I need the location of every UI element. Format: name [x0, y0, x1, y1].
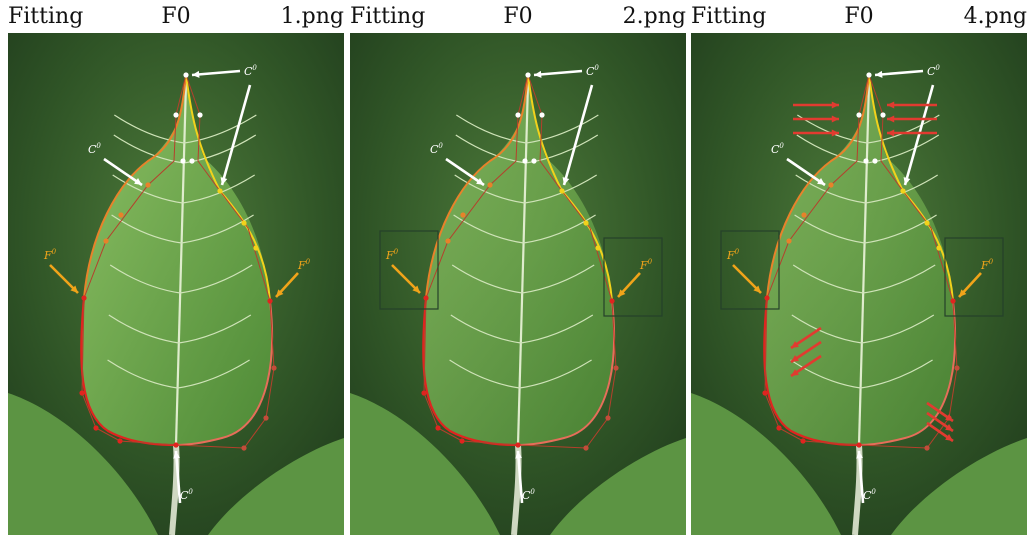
control-point	[267, 298, 272, 303]
control-point	[145, 182, 150, 187]
control-point	[103, 238, 108, 243]
control-point	[515, 442, 520, 447]
control-point	[613, 365, 618, 370]
control-point	[79, 390, 84, 395]
control-point	[271, 365, 276, 370]
control-point	[800, 438, 805, 443]
leaf-photo: C0C0C0F0F0	[691, 33, 1027, 535]
control-point	[954, 365, 959, 370]
panel-caption-file: 1.png	[281, 4, 344, 29]
control-point	[180, 158, 185, 163]
leaf-photo: C0C0C0F0F0	[350, 33, 686, 535]
control-point	[421, 390, 426, 395]
control-point	[241, 220, 246, 225]
control-point	[764, 295, 769, 300]
control-point	[445, 238, 450, 243]
control-point	[217, 188, 222, 193]
figure-panel-2: Fitting F0 2.png C0C0C0F0F0	[350, 0, 686, 535]
control-point	[423, 295, 428, 300]
control-point	[880, 112, 885, 117]
control-point	[173, 112, 178, 117]
control-point	[241, 445, 246, 450]
control-point	[525, 72, 530, 77]
control-point	[801, 212, 806, 217]
leaf-photo-svg: C0C0C0F0F0	[8, 33, 344, 535]
control-point	[531, 158, 536, 163]
control-point	[900, 188, 905, 193]
control-point	[118, 212, 123, 217]
control-point	[515, 112, 520, 117]
control-point	[605, 415, 610, 420]
control-point	[828, 182, 833, 187]
control-point	[487, 182, 492, 187]
control-point	[583, 220, 588, 225]
control-point	[595, 245, 600, 250]
control-point	[263, 415, 268, 420]
control-point	[253, 245, 258, 250]
figure-panel-1: Fitting F0 1.png C0C0C0F0F0	[8, 0, 344, 535]
control-point	[924, 220, 929, 225]
control-point	[609, 298, 614, 303]
leaf-photo: C0C0C0F0F0	[8, 33, 344, 535]
control-point	[435, 425, 440, 430]
control-point	[183, 72, 188, 77]
control-point	[93, 425, 98, 430]
control-point	[786, 238, 791, 243]
control-point	[856, 112, 861, 117]
control-point	[936, 245, 941, 250]
figure-panel-3: Fitting F0 4.png C0C0C0F0F0	[691, 0, 1027, 535]
control-point	[924, 445, 929, 450]
control-point	[117, 438, 122, 443]
control-point	[872, 158, 877, 163]
control-point	[776, 425, 781, 430]
control-point	[762, 390, 767, 395]
control-point	[522, 158, 527, 163]
panel-caption-file: 4.png	[964, 4, 1027, 29]
control-point	[197, 112, 202, 117]
control-point	[459, 438, 464, 443]
control-point	[189, 158, 194, 163]
control-point	[583, 445, 588, 450]
control-point	[559, 188, 564, 193]
leaf-photo-svg: C0C0C0F0F0	[691, 33, 1027, 535]
control-point	[950, 298, 955, 303]
control-point	[863, 158, 868, 163]
control-point	[460, 212, 465, 217]
control-point	[856, 442, 861, 447]
control-point	[173, 442, 178, 447]
control-point	[81, 295, 86, 300]
panel-caption-file: 2.png	[623, 4, 686, 29]
leaf-photo-svg: C0C0C0F0F0	[350, 33, 686, 535]
control-point	[866, 72, 871, 77]
control-point	[539, 112, 544, 117]
